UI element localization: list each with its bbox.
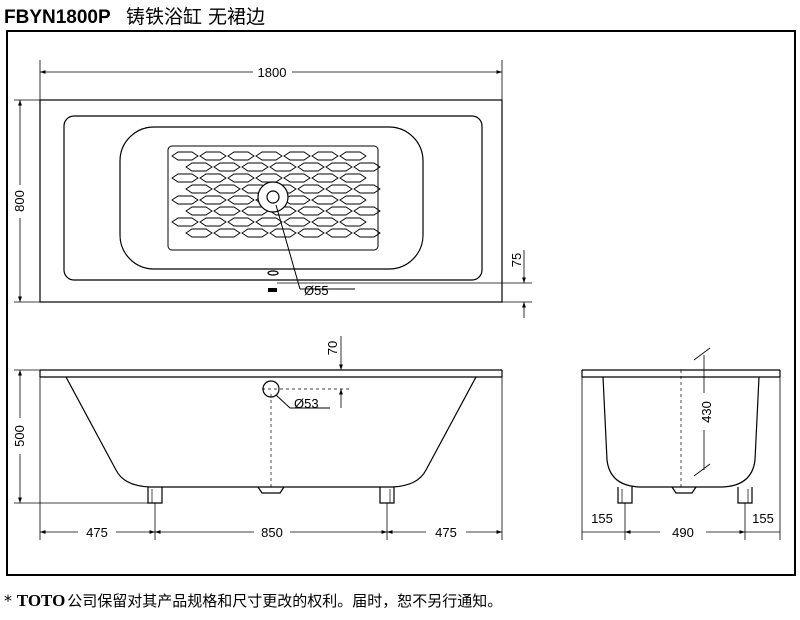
overflow-leader	[275, 394, 291, 409]
footnote-star: *	[4, 591, 12, 610]
end-view	[581, 347, 781, 540]
leg-center-spacing-label: 850	[261, 525, 283, 540]
side-height-label: 500	[12, 425, 27, 447]
end-legs	[617, 487, 753, 504]
drain-leader	[275, 204, 301, 290]
side-legs	[147, 487, 395, 504]
top-view	[14, 60, 532, 318]
end-height-label: 430	[699, 401, 714, 423]
drain-offset-label: 75	[509, 253, 524, 267]
anti-slip-pattern	[171, 151, 381, 238]
side-drain-bump	[257, 486, 285, 494]
overflow-diameter-label: Ø53	[294, 396, 319, 411]
model-number: FBYN1800P	[4, 7, 111, 28]
drain-mark	[268, 288, 277, 292]
overflow-outlet-top	[267, 270, 279, 276]
leg-left-spacing-label: 475	[86, 525, 108, 540]
brand-name: TOTO	[16, 591, 66, 610]
drain-diameter-label: Ø55	[304, 283, 329, 298]
tub-inner-rim	[63, 115, 483, 281]
tub-basin	[119, 126, 424, 270]
overflow-offset-label: 70	[325, 341, 340, 355]
product-description: 铸铁浴缸 无裙边	[125, 6, 265, 28]
drawing-title: FBYN1800P 铸铁浴缸 无裙边	[4, 2, 265, 29]
drain-center	[266, 190, 280, 204]
disclaimer-text: 公司保留对其产品规格和尺寸更改的权利。届时，恕不另行通知。	[67, 592, 503, 610]
tub-outer-rim	[39, 99, 503, 303]
end-leg-center-label: 490	[672, 525, 694, 540]
drawing-frame	[6, 30, 796, 576]
end-leg-left-label: 155	[591, 511, 613, 526]
width-dimension-label: 800	[12, 190, 27, 212]
anti-slip-pad	[167, 145, 379, 251]
side-view	[14, 336, 503, 540]
leg-right-spacing-label: 475	[435, 525, 457, 540]
end-leg-right-label: 155	[752, 511, 774, 526]
length-dimension-label: 1800	[258, 65, 287, 80]
